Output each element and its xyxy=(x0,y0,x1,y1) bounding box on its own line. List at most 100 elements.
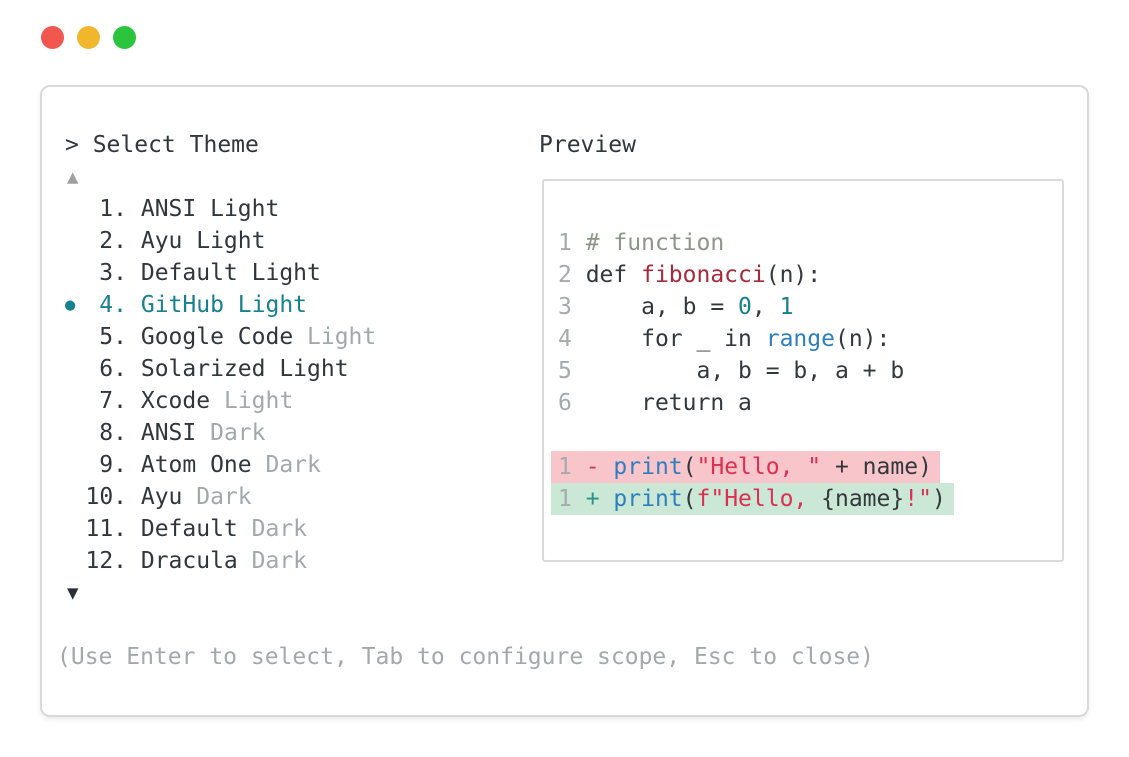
code-line: 2 def fibonacci(n): xyxy=(551,259,829,291)
theme-name: Google Code xyxy=(140,324,308,350)
spacer xyxy=(127,257,141,289)
token-builtin: print xyxy=(613,486,683,512)
token-fg: + name) xyxy=(821,454,932,480)
code-line: 5 a, b = b, a + b xyxy=(551,355,912,387)
token-number: 0 xyxy=(738,294,752,320)
theme-number: 9. xyxy=(99,452,127,478)
token-fg: ) xyxy=(931,486,946,512)
token-func: fibonacci xyxy=(641,262,766,288)
theme-variant: Dark xyxy=(196,484,252,510)
spacer xyxy=(127,481,141,513)
line-number: 4 xyxy=(558,326,586,352)
theme-name: Ayu xyxy=(140,484,197,510)
token-number: 1 xyxy=(779,294,794,320)
theme-number: 3. xyxy=(99,260,127,286)
marker-spacer xyxy=(65,225,85,257)
spacer xyxy=(127,417,141,449)
theme-list-item[interactable]: ● 4. GitHub Light xyxy=(65,289,376,321)
token-fg: , xyxy=(751,294,780,320)
token-fg: ( xyxy=(682,454,697,480)
spacer xyxy=(127,193,141,225)
theme-number: 5. xyxy=(99,324,127,350)
diff-removed-line: 1 - print("Hello, " + name) xyxy=(551,451,940,483)
theme-list-item[interactable]: 1.ANSI Light xyxy=(65,193,376,225)
theme-number: 1. xyxy=(99,196,127,222)
window-controls xyxy=(41,26,136,49)
theme-variant: Light xyxy=(196,228,266,254)
marker-spacer xyxy=(65,481,85,513)
select-theme-prompt: > Select Theme xyxy=(65,132,259,158)
theme-list-item[interactable]: 10. Ayu Dark xyxy=(65,481,376,513)
theme-number: 6. xyxy=(99,356,127,382)
theme-name: Ayu xyxy=(140,228,197,254)
spacer xyxy=(127,545,141,577)
marker-spacer xyxy=(65,193,85,225)
token-fg: (n): xyxy=(765,262,822,288)
token-minus: - xyxy=(585,454,614,480)
token-builtin: print xyxy=(613,454,683,480)
theme-name: Dracula xyxy=(140,548,252,574)
spacer xyxy=(127,353,141,385)
line-number: 1 xyxy=(558,486,586,512)
close-window-icon[interactable] xyxy=(41,26,64,49)
theme-list-item[interactable]: 5. Google Code Light xyxy=(65,321,376,353)
marker-spacer xyxy=(65,257,85,289)
theme-list-item[interactable]: 2.Ayu Light xyxy=(65,225,376,257)
code-line: 3 a, b = 0, 1 xyxy=(551,291,801,323)
spacer xyxy=(127,385,141,417)
line-number: 6 xyxy=(558,390,586,416)
token-plus: + xyxy=(585,486,614,512)
theme-list: 1.ANSI Light 2.Ayu Light 3.Default Light… xyxy=(65,193,376,577)
theme-variant: Light xyxy=(237,292,308,318)
theme-number: 10. xyxy=(85,484,128,510)
selected-bullet-icon: ● xyxy=(65,295,76,315)
token-comment: # function xyxy=(585,230,725,256)
line-number: 1 xyxy=(558,454,586,480)
theme-variant: Light xyxy=(223,388,294,414)
scroll-down-icon[interactable]: ▼ xyxy=(67,582,79,604)
token-fg: ( xyxy=(682,486,697,512)
marker-spacer xyxy=(65,385,85,417)
theme-number: 4. xyxy=(99,292,127,318)
minimize-window-icon[interactable] xyxy=(77,26,100,49)
theme-list-item[interactable]: 3.Default Light xyxy=(65,257,376,289)
theme-variant: Light xyxy=(210,196,280,222)
code-line: 1 # function xyxy=(551,227,732,259)
theme-list-item[interactable]: 9.Atom One Dark xyxy=(65,449,376,481)
line-number: 5 xyxy=(558,358,586,384)
scroll-up-icon[interactable]: ▲ xyxy=(67,166,79,188)
theme-variant: Light xyxy=(307,324,377,350)
theme-name: Atom One xyxy=(140,452,266,478)
spacer xyxy=(127,449,141,481)
theme-number: 8. xyxy=(99,420,127,446)
spacer xyxy=(127,289,141,321)
theme-name: ANSI xyxy=(140,420,211,446)
spacer xyxy=(127,513,141,545)
theme-variant: Dark xyxy=(251,548,308,574)
theme-list-item[interactable]: 7.Xcode Light xyxy=(65,385,376,417)
theme-name: GitHub xyxy=(140,292,238,318)
token-fg: def xyxy=(585,262,642,288)
maximize-window-icon[interactable] xyxy=(113,26,136,49)
token-fg: a, b = xyxy=(585,294,739,320)
theme-variant: Dark xyxy=(251,516,308,542)
theme-list-item[interactable]: 8.ANSI Dark xyxy=(65,417,376,449)
theme-name: Default xyxy=(140,516,252,542)
token-builtin: range xyxy=(765,326,835,352)
token-string: !" xyxy=(904,486,932,512)
theme-name: Xcode xyxy=(140,388,224,414)
keyboard-hint: (Use Enter to select, Tab to configure s… xyxy=(57,644,874,670)
theme-list-item[interactable]: 11.Default Dark xyxy=(65,513,376,545)
marker-spacer xyxy=(65,417,85,449)
theme-list-item[interactable]: 12.Dracula Dark xyxy=(65,545,376,577)
token-fg: return a xyxy=(585,390,752,416)
token-string: f"Hello, xyxy=(696,486,822,512)
theme-list-item[interactable]: 6.Solarized Light xyxy=(65,353,376,385)
token-fg: (n): xyxy=(834,326,891,352)
code-line: 6 return a xyxy=(551,387,760,419)
diff-added-line: 1 + print(f"Hello, {name}!") xyxy=(551,483,954,515)
theme-name: Default xyxy=(140,260,252,286)
theme-picker-dialog: > Select Theme ▲ 1.ANSI Light 2.Ayu Ligh… xyxy=(40,85,1089,717)
